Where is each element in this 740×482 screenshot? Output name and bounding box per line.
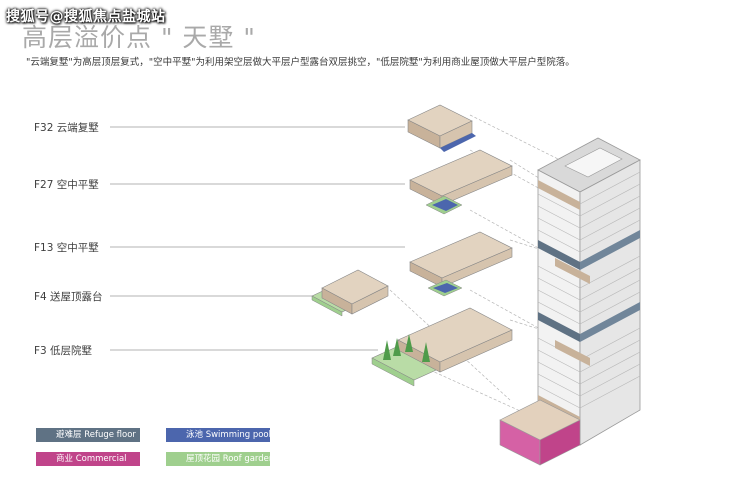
slab-f27 xyxy=(409,149,513,215)
floor-label-f3: F3 低层院墅 xyxy=(34,343,96,358)
refuge-band-2-side xyxy=(580,302,640,342)
slab-f13 xyxy=(409,231,513,297)
slab-f4 xyxy=(311,269,389,317)
pool-f32 xyxy=(440,133,476,152)
legend-commercial: 商业 Commercial xyxy=(36,452,140,466)
page-subtitle: "云端复墅"为高层顶层复式，"空中平墅"为利用架空层做大平层户型露台双层挑空，"… xyxy=(26,57,575,68)
tower-cutout-low xyxy=(555,340,590,366)
legend-roof-garden: 屋顶花园 Roof garden xyxy=(166,452,270,466)
floor-label-f4: F4 送屋顶露台 xyxy=(34,289,106,304)
watermark: 搜狐号@搜狐焦点盐城站 xyxy=(6,9,166,25)
legend-refuge-floor: 避难层 Refuge floor xyxy=(36,428,140,442)
podium-commercial-side xyxy=(539,419,581,466)
floor-label-f13: F13 空中平墅 xyxy=(34,240,102,255)
tower-cutout-mid xyxy=(555,258,590,284)
slab-f3 xyxy=(371,307,513,387)
floor-label-f27: F27 空中平墅 xyxy=(34,177,102,192)
tower-side-face xyxy=(579,159,641,446)
tower-cutout-top xyxy=(538,180,580,210)
trees xyxy=(383,334,430,362)
page-title: 高层溢价点 " 天墅 " xyxy=(22,23,256,52)
refuge-band-1 xyxy=(538,240,580,270)
tower xyxy=(499,137,641,466)
tower-roof-box xyxy=(564,147,623,178)
pool-f13 xyxy=(433,283,458,293)
pool-f27 xyxy=(432,199,458,211)
leader-lines xyxy=(110,126,405,351)
floor-label-f32: F32 云端复墅 xyxy=(34,120,102,135)
refuge-band-1-side xyxy=(580,230,640,270)
legend-swimming-pool: 泳池 Swimming pool xyxy=(166,428,270,442)
refuge-band-2 xyxy=(538,312,580,342)
slab-f32 xyxy=(407,104,476,152)
